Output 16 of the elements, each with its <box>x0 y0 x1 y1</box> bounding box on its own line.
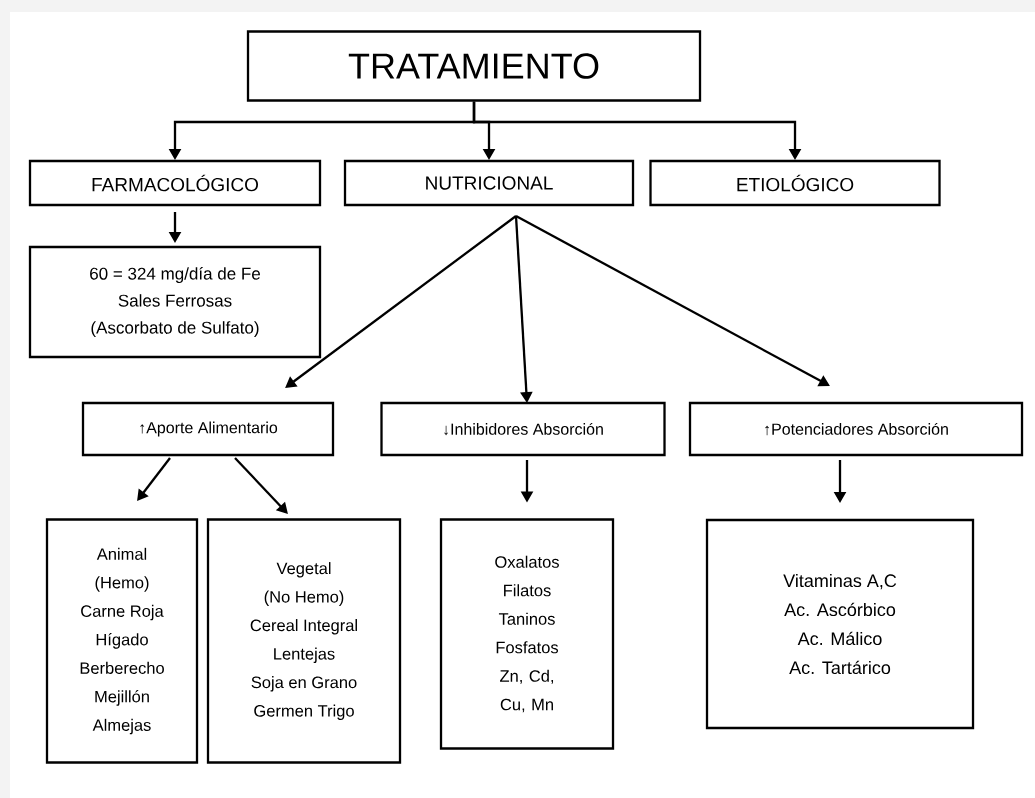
title-box: TRATAMIENTO <box>246 30 702 102</box>
arrow <box>137 457 171 501</box>
arrow <box>285 215 517 388</box>
text-box: ↑Aporte Alimentario <box>81 401 335 457</box>
text-box: Animal (Hemo) Carne Roja Hígado Berberecho Mejillón Almejas <box>45 518 199 764</box>
text-box: Vegetal (No Hemo) Cereal Integral Lentejas Soja en Grano Germen Trigo <box>206 518 402 764</box>
text-box: ↓Inhibidores Absorción <box>380 401 666 457</box>
text-box: FARMACOLÓGICO <box>28 159 322 207</box>
text-box: Oxalatos Filatos Taninos Fosfatos Zn, Cd, Cu, Mn <box>439 518 615 750</box>
text-box: ↑Potenciadores Absorción <box>688 401 1024 457</box>
text-box: 60 = 324 mg/día de Fe Sales Ferrosas (Ascorbato de Sulfato) <box>28 245 322 359</box>
arrow <box>234 457 288 514</box>
text-box: ETIOLÓGICO <box>649 159 941 207</box>
arrow <box>515 215 830 387</box>
text-box: Vitaminas A,C Ac. Ascórbico Ac. Málico Ac. Tartárico <box>705 518 975 730</box>
text-box: NUTRICIONAL <box>343 159 635 207</box>
